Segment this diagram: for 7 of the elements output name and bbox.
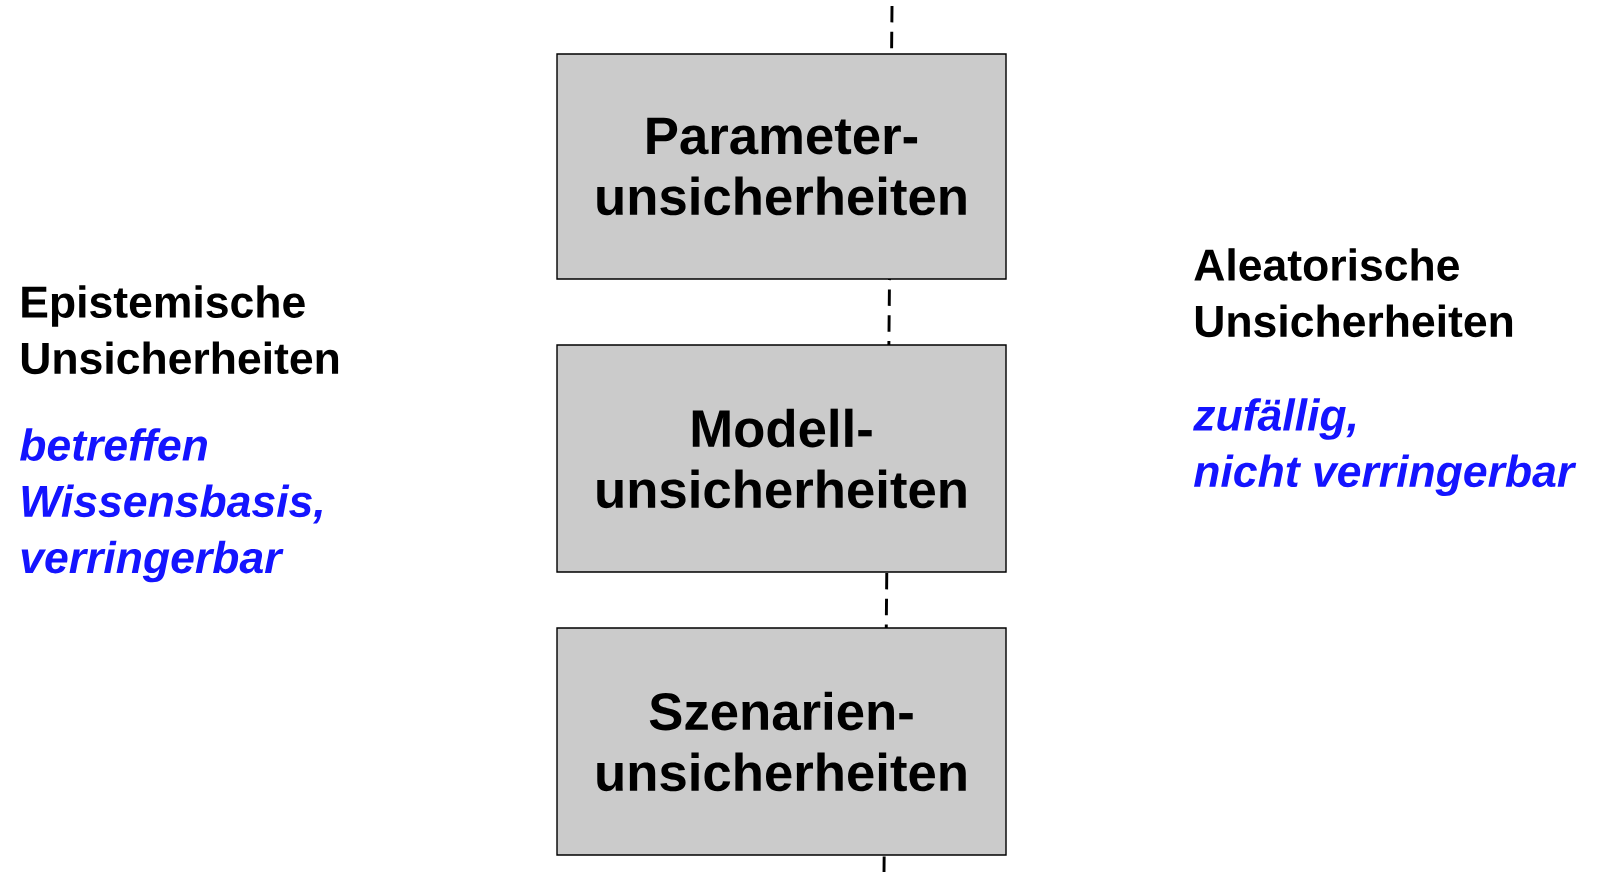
process-box: Modell- unsicherheiten — [556, 344, 1007, 573]
note-text: zufällig, nicht verringerbar — [1193, 398, 1577, 496]
process-box: Szenarien- unsicherheiten — [556, 627, 1007, 856]
process-box: Parameter- unsicherheiten — [556, 53, 1007, 280]
heading-text: Aleatorische Unsicherheiten — [1194, 248, 1513, 338]
note-text: betreffen Wissensbasis, verringerbar — [20, 428, 322, 583]
heading-text: Epistemische Unsicherheiten — [21, 285, 339, 375]
